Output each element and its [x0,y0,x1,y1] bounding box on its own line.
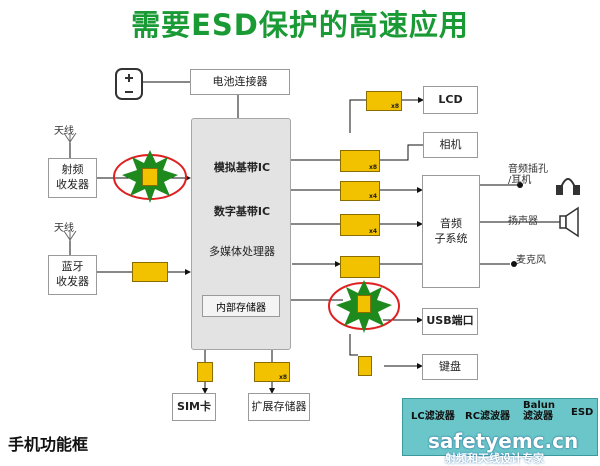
audio-subsystem-block: 音频 子系统 [422,175,480,288]
multimedia-processor-label: 多媒体处理器 [209,245,275,258]
rf-transceiver-block: 射频 收发器 [48,158,97,198]
camera-filter-chip: x8 [340,150,380,172]
audio-jack-dot [517,182,523,188]
sim-card-block: SIM卡 [172,393,216,421]
diagram-caption: 手机功能框 [8,435,89,454]
mic-dot [511,261,517,267]
expansion-memory-block: 扩展存储器 [248,393,310,421]
watermark-sub: 射频和天线设计专家 [445,452,544,465]
bt-antenna-label: 天线 [54,223,74,234]
usb-port-block: USB端口 [422,308,478,335]
speaker-icon [559,206,579,238]
filter-legend: LC滤波器 RC滤波器 Balun 滤波器 ESD [402,398,598,456]
rf-esd-chip [142,168,158,186]
legend-lc: LC滤波器 [411,411,455,422]
lcd-filter-chip: x8 [366,91,402,111]
legend-balun: Balun 滤波器 [523,400,556,422]
internal-memory-block: 内部存储器 [202,295,280,317]
speaker-label: 扬声器 [508,216,538,227]
microphone-label: 麦克风 [516,255,546,266]
speaker-filter-chip: x4 [340,214,380,236]
lcd-block: LCD [423,86,478,114]
keypad-esd-chip [358,356,372,376]
sim-esd-chip [197,362,213,382]
digital-baseband-label: 数字基带IC [213,205,271,218]
watermark-site: safetyemc.cn [428,429,579,453]
bt-antenna-icon [63,230,77,241]
rf-antenna-label: 天线 [54,126,74,137]
legend-rc: RC滤波器 [465,411,511,422]
bluetooth-balun-chip [132,262,168,282]
baseband-core-block: 模拟基带IC 数字基带IC 多媒体处理器 内部存储器 [191,118,291,350]
rf-antenna-icon [63,132,77,143]
headphone-icon [556,178,580,195]
expansion-memory-filter-chip: x8 [254,362,290,382]
battery-connector-block: 电池连接器 [190,69,290,95]
audio-jack-filter-chip: x4 [340,181,380,201]
audio-jack-label: 音频插孔 /耳机 [508,164,548,186]
bluetooth-transceiver-block: 蓝牙 收发器 [48,255,97,295]
usb-esd-chip [357,295,371,313]
analog-baseband-label: 模拟基带IC [213,161,271,174]
mic-filter-chip [340,256,380,278]
page-title: 需要ESD保护的高速应用 [131,8,469,42]
keypad-block: 键盘 [422,354,478,380]
camera-block: 相机 [423,132,478,158]
battery-icon [115,68,143,100]
legend-esd: ESD [571,407,594,418]
